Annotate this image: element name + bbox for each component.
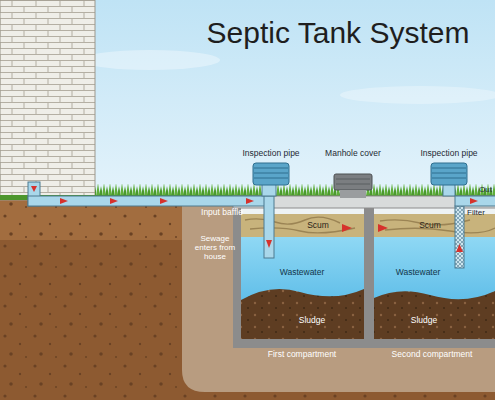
- layer-label: Scum: [419, 221, 441, 231]
- layer-label: Wastewater: [280, 268, 325, 278]
- compartment-label: First compartment: [268, 350, 337, 360]
- part-label: Inspection pipe: [420, 149, 477, 159]
- compartment-label: Second compartment: [392, 350, 473, 360]
- pipes: [28, 182, 495, 268]
- part-label: Out: [479, 185, 492, 194]
- layer-label: Sludge: [299, 316, 325, 326]
- inspection-caps: [253, 163, 467, 198]
- flow-arrows: [31, 186, 478, 252]
- title: Septic Tank System: [207, 16, 470, 51]
- layer-label: Sludge: [411, 316, 437, 326]
- tank: [233, 196, 495, 348]
- layer-label: Scum: [307, 221, 329, 231]
- part-label: Inspection pipe: [242, 149, 299, 159]
- part-label: Manhole cover: [325, 149, 381, 159]
- part-label: Sewage enters from house: [192, 234, 238, 262]
- house-wall: [0, 0, 95, 200]
- layer-label: Wastewater: [396, 268, 441, 278]
- part-label: Filter: [467, 208, 485, 217]
- part-label: Input baffle: [201, 208, 243, 218]
